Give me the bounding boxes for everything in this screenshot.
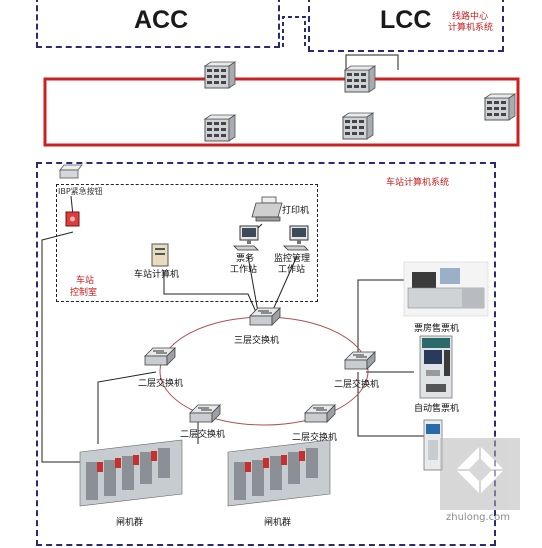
lcc-server-link bbox=[345, 54, 399, 70]
backbone-server-icon-3 bbox=[342, 112, 374, 140]
lcc-desc-line1: 线路中心 bbox=[452, 12, 489, 22]
printer-icon bbox=[251, 196, 283, 222]
tvm-machine-icon bbox=[419, 335, 453, 399]
l3-switch-label: 三层交换机 bbox=[234, 336, 280, 346]
ibp-label: IBP紧急按钮 bbox=[58, 187, 103, 196]
monitor-ws-line2: 工作站 bbox=[278, 265, 306, 275]
link-stationpc-l3 bbox=[163, 272, 257, 313]
gate-group-2-icon bbox=[227, 439, 331, 507]
station-system-box bbox=[36, 162, 496, 546]
l2-switch-bottom-left-icon bbox=[189, 404, 221, 423]
monitor-workstation-icon bbox=[283, 225, 309, 251]
monitor-ws-line1: 监控管理 bbox=[274, 254, 311, 264]
acc-title: ACC bbox=[134, 6, 189, 34]
ticket-workstation-icon bbox=[233, 225, 259, 251]
link-l2left-gate1 bbox=[97, 371, 157, 444]
printer-label: 打印机 bbox=[282, 206, 310, 216]
station-system-label: 车站计算机系统 bbox=[386, 178, 450, 188]
lcc-box bbox=[308, 0, 504, 52]
gate-group-2-label: 闸机群 bbox=[264, 518, 292, 528]
lcc-desc-line2: 计算机系统 bbox=[448, 23, 494, 33]
control-room-line1: 车站 bbox=[76, 276, 95, 286]
lcc-server-icon bbox=[344, 65, 376, 93]
l2-switch-left-label: 二层交换机 bbox=[138, 379, 184, 389]
lcc-title: LCC bbox=[380, 6, 432, 34]
l2-switch-left-icon bbox=[144, 347, 176, 366]
control-room-box bbox=[56, 184, 318, 302]
watermark-text: zhulong.com bbox=[446, 512, 511, 523]
link-l2right-kiosk bbox=[357, 372, 424, 437]
control-room-line2: 控制室 bbox=[70, 288, 98, 298]
ticket-office-label: 票房售票机 bbox=[414, 324, 460, 334]
l2-switch-right-label: 二层交换机 bbox=[334, 380, 380, 390]
backbone-server-icon-4 bbox=[484, 93, 516, 121]
l3-switch-icon bbox=[249, 307, 281, 326]
link-ticketws-l3 bbox=[247, 255, 259, 313]
backbone-server-icon-1 bbox=[204, 61, 236, 89]
kiosk-machine-icon bbox=[423, 419, 443, 471]
link-control-gate1 bbox=[41, 231, 80, 463]
l2-switch-bottom-right-label: 二层交换机 bbox=[292, 433, 338, 443]
backbone-ring bbox=[43, 77, 520, 147]
acc-lcc-link bbox=[282, 16, 306, 47]
l2-switch-bottom-right-icon bbox=[304, 404, 336, 423]
ibp-panel-icon bbox=[59, 164, 83, 179]
gate-group-1-label: 闸机群 bbox=[116, 518, 144, 528]
l2-switch-right-icon bbox=[344, 351, 376, 370]
l2-switch-bottom-left-label: 二层交换机 bbox=[180, 430, 226, 440]
watermark-logo bbox=[440, 438, 520, 510]
link-l2right-devices bbox=[357, 279, 406, 362]
control-panel-icon bbox=[65, 211, 80, 227]
acc-box bbox=[36, 0, 280, 48]
backbone-server-icon-2 bbox=[204, 114, 236, 142]
station-computer-icon bbox=[151, 243, 169, 267]
link-monitorws-l3 bbox=[271, 255, 298, 313]
station-computer-label: 车站计算机 bbox=[134, 270, 180, 280]
ticket-office-machine-icon bbox=[403, 261, 489, 317]
tvm-label: 自动售票机 bbox=[414, 404, 460, 414]
ticket-ws-line2: 工作站 bbox=[230, 265, 258, 275]
ticket-ws-line1: 票务 bbox=[236, 254, 255, 264]
gate-group-1-icon bbox=[79, 439, 183, 507]
